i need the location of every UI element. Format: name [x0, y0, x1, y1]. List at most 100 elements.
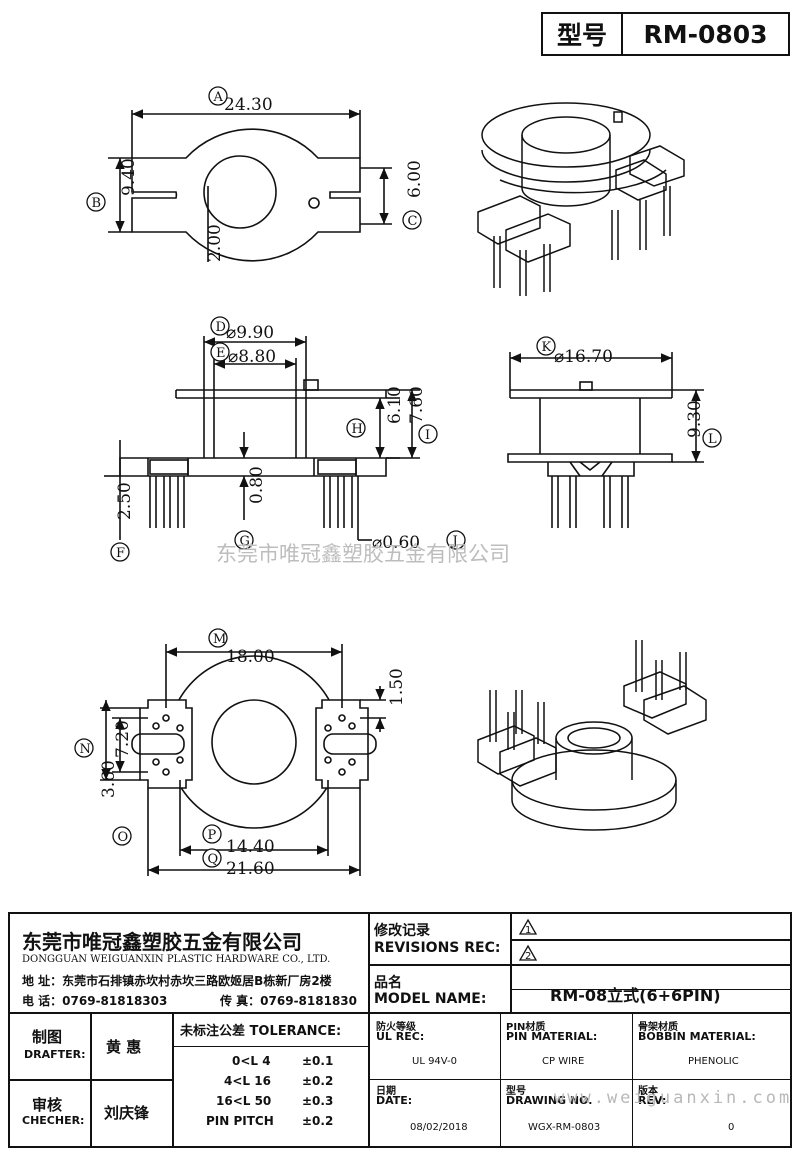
dim-slot-value: 2.00 — [205, 224, 225, 262]
dim-L-value: 9.30 — [685, 400, 705, 438]
callout-O: O — [112, 826, 132, 846]
svg-text:2: 2 — [525, 951, 531, 962]
dim-P-value: 14.40 — [226, 837, 275, 857]
dim-I-value: 7.60 — [407, 386, 427, 424]
tolerance-value-2: ±0.2 — [302, 1074, 334, 1088]
checker-label-en: CHECHER: — [22, 1114, 85, 1127]
dim-N-value: 7.20 — [113, 720, 133, 758]
drafter-label-cn: 制图 — [32, 1028, 63, 1046]
dim-O-value: 3.60 — [99, 760, 119, 798]
tolerance-value-1: ±0.1 — [302, 1054, 334, 1068]
tolerance-range-2: 4<L 16 — [224, 1074, 271, 1088]
isometric-view-top — [477, 102, 685, 296]
watermark-url: www.weiguanxin.com — [554, 1088, 793, 1108]
dim-F-value: 2.50 — [115, 482, 135, 520]
bobbin-material-label-en: BOBBIN MATERIAL: — [638, 1030, 756, 1043]
revision-mark-2: 2 — [518, 944, 538, 962]
tolerance-value-3: ±0.3 — [302, 1094, 334, 1108]
dim-B-value: 9.40 — [119, 158, 139, 196]
date-label-en: DATE: — [376, 1094, 413, 1107]
bobbin-material-label-cn: 骨架材质 — [638, 1022, 678, 1033]
ul-rec-label-cn: 防火等级 — [376, 1022, 416, 1033]
drawing-no-value: WGX-RM-0803 — [528, 1122, 601, 1133]
callout-D: D — [210, 316, 230, 336]
dim-H-value: 6.10 — [385, 386, 405, 424]
svg-text:Q: Q — [208, 852, 219, 867]
callout-H: H — [346, 418, 366, 438]
tolerance-value-4: ±0.2 — [302, 1114, 334, 1128]
side-view — [507, 352, 704, 528]
title-block: 东莞市唯冠鑫塑胶五金有限公司 DONGGUAN WEIGUANXIN PLAST… — [8, 912, 792, 1148]
tolerance-range-3: 16<L 50 — [216, 1094, 272, 1108]
checker-label-cn: 审核 — [32, 1096, 63, 1114]
dim-E-value: ⌀8.80 — [228, 347, 276, 367]
top-view-outline — [131, 128, 361, 262]
company-fax: 传 真：0769-8181830 — [220, 994, 358, 1008]
rev-value: 0 — [728, 1122, 735, 1133]
svg-text:J: J — [451, 534, 458, 549]
header-type-label: 型号 — [541, 12, 623, 56]
callout-L: L — [702, 428, 722, 448]
rev-label-cn: 版本 — [638, 1086, 658, 1097]
dim-A-value: 24.30 — [224, 95, 273, 115]
dim-Q-value: 21.60 — [226, 859, 275, 879]
top-view-pin-mark — [308, 197, 320, 209]
top-view-hole — [203, 155, 277, 229]
callout-C: C — [402, 210, 422, 230]
callout-G: G — [234, 530, 254, 550]
company-name-en: DONGGUAN WEIGUANXIN PLASTIC HARDWARE CO.… — [22, 954, 331, 965]
svg-text:H: H — [352, 422, 363, 437]
callout-B: B — [86, 192, 106, 212]
revisions-label-cn: 修改记录 — [374, 923, 430, 939]
bottom-view — [100, 644, 386, 876]
company-name-cn: 东莞市唯冠鑫塑胶五金有限公司 — [22, 930, 302, 954]
svg-text:1: 1 — [525, 925, 531, 936]
checker-name: 刘庆锋 — [104, 1104, 150, 1122]
dim-D-value: ⌀9.90 — [226, 323, 274, 343]
svg-text:O: O — [118, 830, 129, 845]
bobbin-material-value: PHENOLIC — [688, 1056, 739, 1067]
svg-text:M: M — [213, 632, 226, 647]
watermark-company: 东莞市唯冠鑫塑胶五金有限公司 — [216, 542, 510, 566]
date-value: 08/02/2018 — [410, 1122, 468, 1133]
svg-text:P: P — [208, 828, 217, 843]
ul-rec-label-en: UL REC: — [376, 1030, 425, 1043]
svg-text:F: F — [116, 546, 125, 561]
ul-rec-value: UL 94V-0 — [412, 1056, 458, 1067]
drafter-label-en: DRAFTER: — [24, 1048, 86, 1061]
callout-N: N — [74, 738, 94, 758]
bottom-view-outer — [167, 655, 341, 829]
tolerance-title: 未标注公差 TOLERANCE: — [180, 1024, 342, 1039]
svg-text:N: N — [80, 742, 91, 757]
callout-M: M — [208, 628, 228, 648]
tolerance-range-1: 0<L 4 — [232, 1054, 271, 1068]
callout-J: J — [446, 530, 466, 550]
dim-M-value: 18.00 — [226, 647, 275, 667]
model-name-label-en: MODEL NAME: — [374, 991, 487, 1007]
pin-material-label-cn: PIN材质 — [506, 1022, 546, 1033]
dim-C-value: 6.00 — [405, 160, 425, 198]
front-view — [104, 336, 420, 541]
bottom-view-hole — [211, 699, 297, 785]
dim-pin-offset-value: 1.50 — [387, 668, 407, 706]
svg-text:G: G — [240, 534, 250, 549]
pin-material-value: CP WIRE — [542, 1056, 585, 1067]
drawing-no-label-cn: 型号 — [506, 1086, 526, 1097]
date-label-cn: 日期 — [376, 1086, 396, 1097]
company-address: 地 址：东莞市石排镇赤坎村赤坎三路欧姬居B栋新厂房2楼 — [22, 974, 332, 988]
company-phone: 电 话：0769-81818303 — [22, 994, 168, 1008]
svg-text:B: B — [92, 196, 102, 211]
drawing-no-label-en: DRAWING NO. — [506, 1094, 593, 1107]
top-view — [108, 109, 392, 262]
svg-text:A: A — [213, 90, 224, 105]
callout-A: A — [208, 86, 228, 106]
isometric-view-bottom — [477, 640, 707, 831]
rev-label-en: REV: — [638, 1094, 667, 1107]
callout-F: F — [110, 542, 130, 562]
svg-text:L: L — [708, 432, 717, 447]
callout-P: P — [202, 824, 222, 844]
svg-text:C: C — [408, 214, 418, 229]
svg-text:I: I — [425, 428, 430, 443]
revisions-label-en: REVISIONS REC: — [374, 940, 501, 956]
